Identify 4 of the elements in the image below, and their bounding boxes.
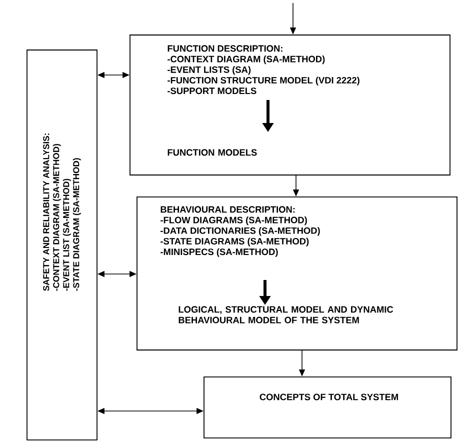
process-box: FUNCTION DESCRIPTION: -CONTEXT DIAGRAM (SA-METHOD) -EVENT LISTS (SA) -FUNCTION STRUCTURE MODEL (VDI 2222) -SUPPORT MODELS FUNCTION MODELS (130, 34, 450, 176)
process-box: BEHAVIOURAL DESCRIPTION: -FLOW DIAGRAMS (SA-METHOD) -DATA DICTIONARIES (SA-METHOD) -STATE DIAGRAMS (SA-METHOD) -MINISPECS (SA-METHOD) LOGICAL, STRUCTURAL MODEL AND DYNAMIC BEHAVIOURAL MODEL OF THE SYSTEM (136, 196, 458, 350)
process-box: CONCEPTS OF TOTAL SYSTEM (204, 376, 452, 438)
process-box: SAFETY AND RELIABILITY ANALYSIS: -CONTEXT DIAGRAM (SA-METHOD) -EVENT LIST (SA-METHOD) -STATE DIAGRAM (SA-METHOD) (26, 50, 98, 440)
